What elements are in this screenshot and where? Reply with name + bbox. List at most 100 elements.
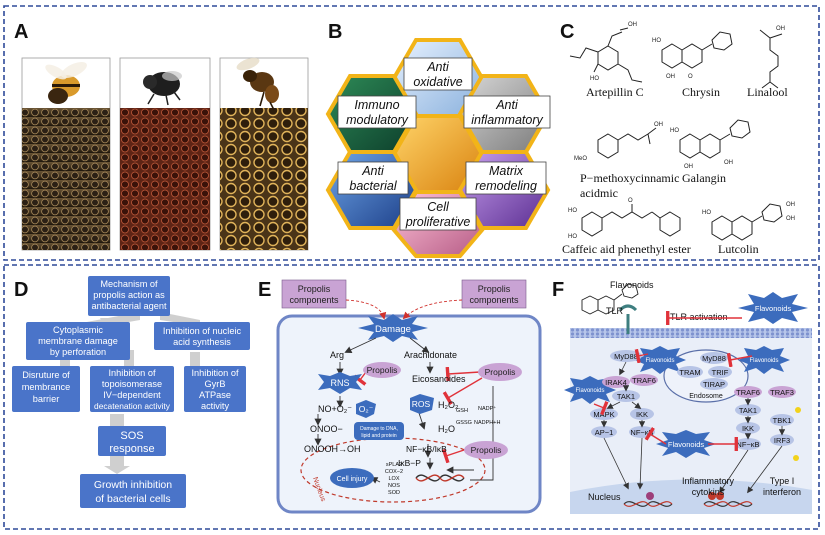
label-anti-inflammatory-1: Anti <box>495 98 519 112</box>
compound-cape: Caffeic aid phenethyl ester <box>562 242 691 256</box>
svg-text:Eicosanoides: Eicosanoides <box>412 374 466 384</box>
svg-text:interferon: interferon <box>763 487 801 497</box>
compound-chrysin: Chrysin <box>682 85 720 99</box>
svg-text:Flavonoids: Flavonoids <box>575 388 604 394</box>
svg-text:Inhibition of nucleic: Inhibition of nucleic <box>163 326 242 336</box>
svg-text:HO: HO <box>568 234 577 240</box>
photo-bee-3 <box>219 57 309 251</box>
ros-burst <box>410 394 434 414</box>
box-sos <box>98 426 166 456</box>
svg-text:TRAF3: TRAF3 <box>770 388 794 397</box>
svg-text:OH: OH <box>666 74 675 80</box>
structure-chrysin: HO OH O <box>652 31 733 80</box>
structure-artepillin: OH HO <box>569 22 643 83</box>
svg-text:ONOOH→OH: ONOOH→OH <box>304 444 361 454</box>
svg-text:ONOO−: ONOO− <box>310 424 343 434</box>
panel-a: A <box>14 21 309 251</box>
svg-text:RNS: RNS <box>330 378 349 388</box>
svg-text:Endosome: Endosome <box>689 393 723 400</box>
svg-text:decatenation activity: decatenation activity <box>94 401 171 411</box>
panel-d: D Mechanism of propolis action as <box>12 276 250 508</box>
svg-text:NF−κB: NF−κB <box>630 428 653 437</box>
svg-text:OH: OH <box>684 164 693 170</box>
propolis-node-2 <box>478 363 522 381</box>
tlr-receptor <box>618 304 638 334</box>
svg-text:Flavonoids: Flavonoids <box>755 304 792 313</box>
label-matrix-1: Matrix <box>489 164 524 178</box>
cell-membrane-f <box>570 328 812 338</box>
svg-text:GyrB: GyrB <box>205 379 226 389</box>
svg-text:Damage to DNA,: Damage to DNA, <box>360 426 398 432</box>
gene-list: sPLA2 COX−2 LOX NOS SOD <box>385 462 403 496</box>
svg-text:LOX: LOX <box>388 476 399 482</box>
label-anti-oxidative-2: oxidative <box>413 75 462 89</box>
node-nfkb-right <box>735 438 761 450</box>
svg-text:OH: OH <box>786 202 795 208</box>
svg-text:IRAK4: IRAK4 <box>605 378 627 387</box>
svg-text:HO: HO <box>568 208 577 214</box>
svg-text:MAPK: MAPK <box>593 410 614 419</box>
svg-text:GSSG: GSSG <box>456 420 472 426</box>
svg-text:IRF3: IRF3 <box>774 436 790 445</box>
svg-text:NOS: NOS <box>388 483 400 489</box>
svg-text:TAK1: TAK1 <box>739 406 757 415</box>
svg-text:Inhibition of: Inhibition of <box>109 368 156 378</box>
panel-letter-f: F <box>552 279 564 301</box>
svg-text:acid synthesis: acid synthesis <box>173 337 231 347</box>
compound-linalool: Linalool <box>747 85 788 99</box>
structure-pmca: MeO OH <box>574 122 663 162</box>
svg-text:response: response <box>109 443 154 455</box>
svg-text:NADPH+H: NADPH+H <box>474 420 500 426</box>
svg-text:SOD: SOD <box>388 490 400 496</box>
svg-text:Propolis: Propolis <box>367 365 398 375</box>
svg-text:Propolis: Propolis <box>478 284 511 294</box>
svg-text:Propolis: Propolis <box>485 367 516 377</box>
svg-text:Inhibition of: Inhibition of <box>192 368 239 378</box>
photo-bee-2 <box>119 57 211 251</box>
svg-text:TRAF6: TRAF6 <box>736 388 760 397</box>
label-anti-bacterial-1: Anti <box>361 164 385 178</box>
svg-text:topoisomerase: topoisomerase <box>102 379 162 389</box>
svg-text:Flavonoids: Flavonoids <box>610 280 654 290</box>
bottom-frame <box>3 264 820 530</box>
compound-pmca-2: acidmic <box>580 186 618 200</box>
svg-text:lipid and protein: lipid and protein <box>361 433 397 439</box>
svg-text:GSH: GSH <box>456 408 468 414</box>
svg-text:HO: HO <box>702 210 711 216</box>
svg-text:Flavonoids: Flavonoids <box>749 358 778 364</box>
rns-burst <box>318 372 362 394</box>
node-tbk1 <box>770 414 794 426</box>
svg-text:NADP⁺: NADP⁺ <box>478 405 496 412</box>
propolis-node-1 <box>363 362 401 378</box>
node-ikk-right <box>736 422 760 434</box>
propolis-components-left <box>281 279 347 309</box>
svg-text:MyD88: MyD88 <box>614 352 638 361</box>
svg-text:barrier: barrier <box>33 394 60 404</box>
svg-text:O₂⁻: O₂⁻ <box>359 404 374 414</box>
svg-text:IKK: IKK <box>636 410 648 419</box>
svg-text:ATPase: ATPase <box>199 390 231 400</box>
panel-letter-d: D <box>14 279 28 301</box>
box-growth-inhibition <box>80 474 186 508</box>
bee-icon <box>143 71 182 106</box>
svg-text:Inflammatory: Inflammatory <box>682 476 735 486</box>
svg-text:TRAM: TRAM <box>679 368 700 377</box>
compound-lutcolin: Lutcolin <box>718 242 759 256</box>
label-matrix-2: remodeling <box>475 179 537 193</box>
svg-text:Flavonoids: Flavonoids <box>645 358 674 364</box>
node-traf6-right <box>734 386 762 398</box>
panel-c: C OH HO Artepillin C HO OH O Chrysin OH … <box>560 21 795 256</box>
svg-text:antibacterial agent: antibacterial agent <box>91 301 167 311</box>
node-traf6 <box>630 374 658 386</box>
flavonoid-structure <box>581 283 639 315</box>
propolis-components-right <box>461 279 527 309</box>
panel-f: F Flavonoids TLR TLR activation Flavonoi… <box>552 279 812 514</box>
svg-text:TLR: TLR <box>606 306 624 316</box>
structure-lutcolin: HO OH OH <box>702 202 795 241</box>
damage-burst <box>358 314 428 342</box>
svg-text:components: components <box>469 295 519 305</box>
label-anti-oxidative-1: Anti <box>426 60 450 74</box>
svg-text:TRAF6: TRAF6 <box>632 376 656 385</box>
photo-bee-1 <box>21 57 111 251</box>
